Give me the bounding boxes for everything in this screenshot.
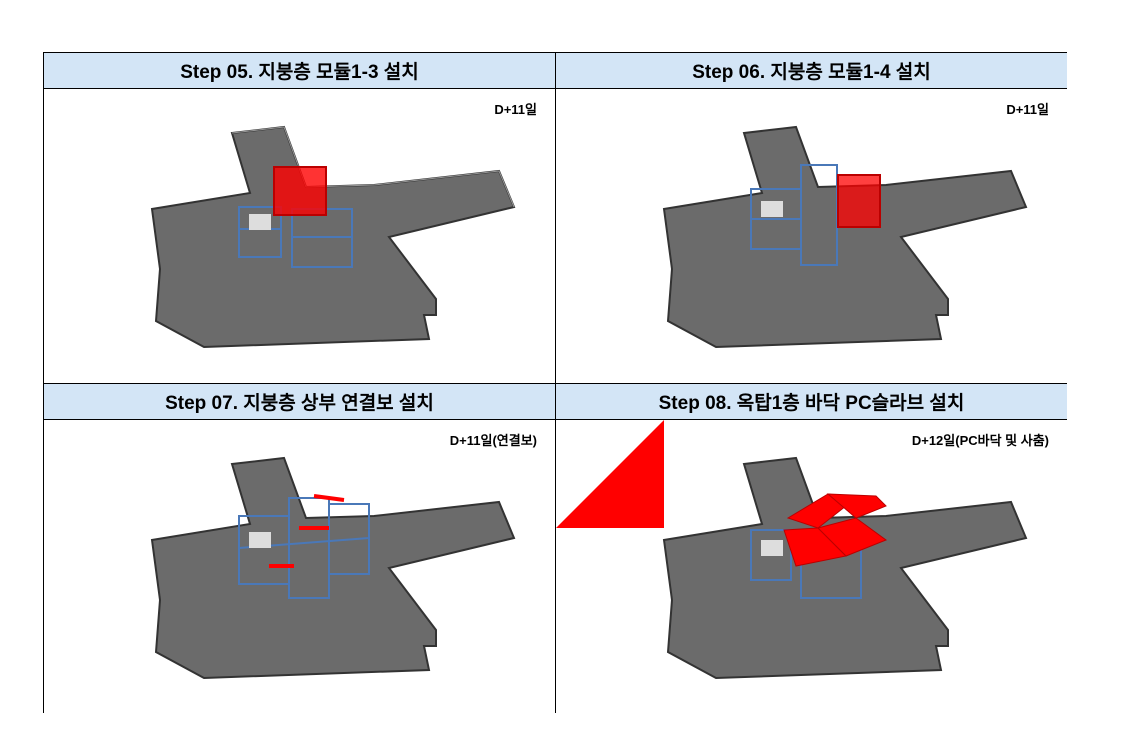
corner-badge-label: 옥탑1층 설치	[1016, 680, 1059, 712]
building-floor-plan-render	[662, 125, 1028, 349]
day-label: D+11일	[1006, 102, 1049, 117]
panel-title: Step 08. 옥탑1층 바닥 PC슬라브 설치	[556, 384, 1067, 420]
building-floor-plan-render	[662, 456, 1028, 680]
corner-badge-line2: 설치	[1035, 696, 1059, 711]
corner-badge-line1: 옥탑1층	[1015, 680, 1059, 695]
building-floor-plan-render	[150, 456, 516, 680]
panel-step-05: Step 05. 지붕층 모듈1-3 설치 D+11일	[44, 53, 555, 383]
corner-badge	[556, 420, 664, 528]
day-label: D+11일(연결보)	[449, 433, 537, 448]
panel-image: D+11일(연결보)	[44, 420, 555, 714]
panel-image: D+12일(PC바닥 및 사춤) 옥탑1층	[556, 420, 1067, 714]
panel-image: D+11일	[44, 89, 555, 383]
panel-title: Step 06. 지붕층 모듈1-4 설치	[556, 53, 1067, 89]
panel-image: D+11일	[556, 89, 1067, 383]
panel-title: Step 07. 지붕층 상부 연결보 설치	[44, 384, 555, 420]
grid-divider-horizontal	[44, 383, 1066, 384]
panel-step-08: Step 08. 옥탑1층 바닥 PC슬라브 설치 D+12일(PC바닥 및 사…	[556, 384, 1067, 714]
grid-divider-vertical	[555, 53, 556, 712]
panel-title: Step 05. 지붕층 모듈1-3 설치	[44, 53, 555, 89]
building-floor-plan-render	[150, 125, 516, 349]
day-label: D+11일	[494, 102, 537, 117]
panel-step-07: Step 07. 지붕층 상부 연결보 설치 D+11일(연결보)	[44, 384, 555, 714]
step-grid: Step 05. 지붕층 모듈1-3 설치 D+11일 Step 06. 지붕층…	[43, 52, 1067, 714]
panel-step-06: Step 06. 지붕층 모듈1-4 설치 D+11일	[556, 53, 1067, 383]
day-label: D+12일(PC바닥 및 사춤)	[911, 433, 1049, 448]
